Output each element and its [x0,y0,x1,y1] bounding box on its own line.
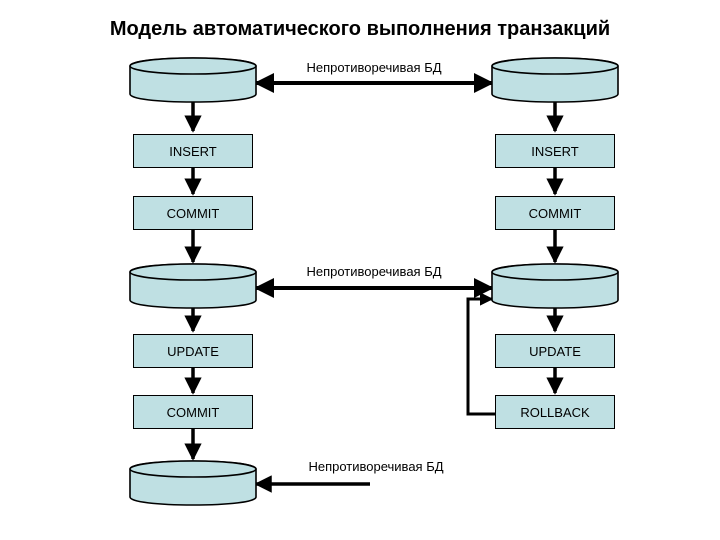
database-cylinder-left-3[interactable] [128,459,258,507]
process-box-update-right[interactable]: UPDATE [495,334,615,368]
process-box-insert-right[interactable]: INSERT [495,134,615,168]
database-cylinder-right-1[interactable] [490,56,620,104]
process-box-commit-left-1[interactable]: COMMIT [133,196,253,230]
process-box-commit-right[interactable]: COMMIT [495,196,615,230]
edge-label-consistent-db-top: Непротиворечивая БД [306,60,442,75]
process-box-update-left[interactable]: UPDATE [133,334,253,368]
process-box-insert-left[interactable]: INSERT [133,134,253,168]
edge-rollback-feedback [466,292,495,416]
edge-label-consistent-db-middle: Непротиворечивая БД [306,264,442,279]
edge-label-consistent-db-bottom: Непротиворечивая БД [308,459,444,474]
page-title: Модель автоматического выполнения транза… [109,18,611,40]
process-box-rollback-right[interactable]: ROLLBACK [495,395,615,429]
database-cylinder-right-2[interactable] [490,262,620,310]
database-cylinder-left-1[interactable] [128,56,258,104]
database-cylinder-left-2[interactable] [128,262,258,310]
process-box-commit-left-2[interactable]: COMMIT [133,395,253,429]
